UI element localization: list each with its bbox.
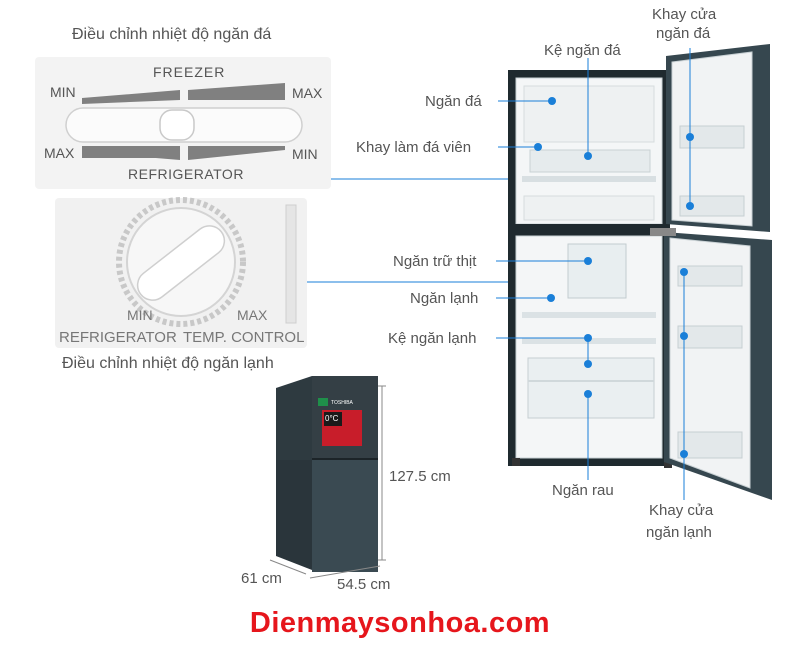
freezer-control-caption: Điều chỉnh nhiệt độ ngăn đá — [72, 26, 272, 43]
freezer-label: FREEZER — [153, 64, 226, 80]
callout-lines — [496, 48, 691, 500]
label-ngan-tru-thit: Ngăn trữ thịt — [393, 253, 477, 270]
freezer-slider-graphic — [65, 83, 303, 160]
label-khay-cua-ngan-lanh-1: Khay cửa — [649, 502, 714, 519]
label-ke-ngan-lanh: Kệ ngăn lạnh — [388, 330, 477, 347]
label-khay-cua-ngan-da-1: Khay cửa — [652, 6, 717, 23]
open-fridge-illustration — [508, 44, 772, 500]
label-ke-ngan-da: Kệ ngăn đá — [544, 42, 621, 59]
fridge-control-caption: Điều chỉnh nhiệt độ ngăn lạnh — [62, 355, 274, 372]
label-ngan-da: Ngăn đá — [425, 93, 482, 110]
max-bottom-label: MAX — [44, 145, 75, 161]
label-ngan-rau: Ngăn rau — [552, 482, 614, 499]
site-watermark: Dienmaysonhoa.com — [249, 607, 551, 639]
depth-dimension: 61 cm — [241, 570, 282, 587]
callout-dots — [534, 97, 694, 458]
closed-fridge-illustration — [269, 376, 386, 579]
min-bottom-label: MIN — [292, 146, 318, 162]
label-khay-cua-ngan-lanh-2: ngăn lạnh — [646, 524, 712, 541]
dial-refrigerator-label: REFRIGERATOR — [59, 329, 177, 346]
dial-min-label: MIN — [127, 307, 153, 323]
label-ngan-lanh: Ngăn lạnh — [410, 290, 479, 307]
dial-max-label: MAX — [237, 307, 268, 323]
fridge-brand-badge: TOSHIBA — [331, 400, 353, 406]
max-top-label: MAX — [292, 85, 323, 101]
label-khay-cua-ngan-da-2: ngăn đá — [656, 25, 711, 42]
dial-temp-control-label: TEMP. CONTROL — [183, 329, 305, 346]
refrigerator-label: REFRIGERATOR — [128, 166, 244, 182]
fridge-display-temp: 0°C — [325, 414, 339, 423]
label-khay-lam-da-vien: Khay làm đá viên — [356, 139, 472, 156]
width-dimension: 54.5 cm — [337, 576, 391, 593]
height-dimension: 127.5 cm — [389, 468, 451, 485]
min-top-label: MIN — [50, 84, 76, 100]
temperature-dial-graphic — [116, 197, 297, 327]
